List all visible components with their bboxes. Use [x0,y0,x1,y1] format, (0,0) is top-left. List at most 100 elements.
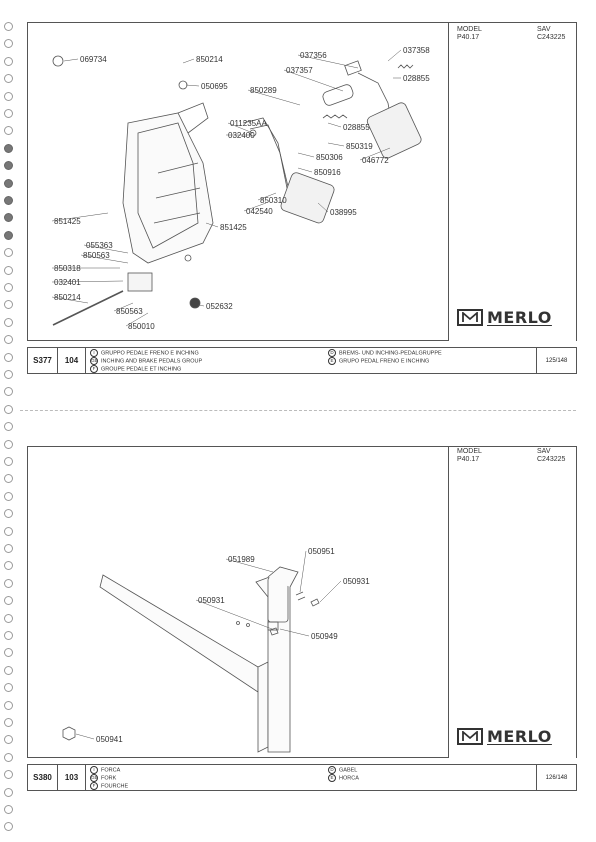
part-number-label: 069734 [80,55,107,64]
part-number-label: 037357 [286,66,313,75]
leader-line [227,122,254,134]
part-number-label: 028855 [343,123,370,132]
brand-name: MERLO [487,308,552,327]
leader-line [205,222,219,228]
merlo-logo: MERLO [457,308,552,327]
part-number-label: 032400 [228,131,255,140]
part-number-label: 046772 [362,156,389,165]
binder-hole [4,457,13,466]
leader-line [279,628,310,637]
leader-line [299,550,307,593]
binder-hole [4,422,13,432]
cut-line [20,410,576,411]
part-number-label: 050941 [96,735,123,744]
binder-hole [4,822,13,832]
leader-line [225,558,274,573]
binder-hole [4,143,13,153]
leader-line [243,202,267,212]
part-number-label: 851425 [220,223,247,232]
binder-hole [4,317,13,327]
part-number-label: 850916 [314,168,341,177]
leader-line [319,580,342,603]
binder-hole [4,665,13,675]
title-block: MODEL P40.17 SAV C243225 MERLO [449,22,577,341]
leader-line [83,244,129,254]
part-number-label: 032401 [54,278,81,287]
binder-hole [4,596,13,606]
leader-line [51,280,124,283]
binder-hole [4,544,13,553]
sav-value: C243225 [537,456,566,463]
binder-hole [4,509,13,519]
leader-line [182,58,195,64]
leader-line [297,152,315,158]
binder-hole [4,387,13,397]
leader-line [63,58,79,62]
binder-hole [4,578,13,588]
model-label: MODEL [457,448,482,455]
binder-hole [4,683,13,693]
binder-hole [4,735,13,745]
leader-line [327,142,345,147]
leader-line [297,167,313,173]
part-number-label: 050931 [343,577,370,586]
merlo-logo: MERLO [457,727,552,746]
brand-name: MERLO [487,727,552,746]
part-number-label: 050931 [198,596,225,605]
title-block: MODEL P40.17 SAV C243225 MERLO [449,446,577,758]
leader-line [317,202,329,213]
binder-hole [4,352,13,362]
leader-line [75,733,95,740]
part-number-label: 050695 [201,82,228,91]
binder-hole [4,248,13,258]
section-number: 103 [58,765,86,790]
part-number-label: 050949 [311,632,338,641]
binder-hole [4,700,13,710]
sav-value: C243225 [537,34,566,41]
part-number-label: 850319 [346,142,373,151]
part-number-label: 038995 [330,208,357,217]
binder-hole [4,805,13,814]
leader-line [80,254,129,264]
leader-line [51,212,109,222]
sav-label: SAV [537,26,551,33]
binder-hole [4,74,13,84]
merlo-m-icon [457,728,483,745]
binder-hole [4,787,13,797]
part-number-label: 037358 [403,46,430,55]
part-number-label: 055363 [86,241,113,250]
part-number-label: 850306 [316,153,343,162]
part-number-label: 042540 [246,207,273,216]
binder-hole [4,22,13,31]
part-number-label: 850563 [83,251,110,260]
part-number-label: 028855 [403,74,430,83]
leader-line [297,54,359,69]
leader-line [125,312,149,327]
leader-line [51,296,89,304]
model-value: P40.17 [457,456,480,463]
binder-hole [4,526,13,536]
part-number-label: 850318 [54,264,81,273]
sav-label: SAV [537,448,551,455]
part-number-label: 851425 [54,217,81,226]
binder-hole [4,335,13,345]
merlo-m-icon [457,309,483,326]
part-number-label: 850214 [54,293,81,302]
model-value: P40.17 [457,34,480,41]
leader-line [113,302,134,312]
leader-line [247,89,301,106]
part-number-label: 052632 [206,302,233,311]
page-number: 125/148 [536,348,576,373]
binder-hole [4,230,13,240]
binder-hole [4,213,13,223]
leader-line [197,304,205,307]
